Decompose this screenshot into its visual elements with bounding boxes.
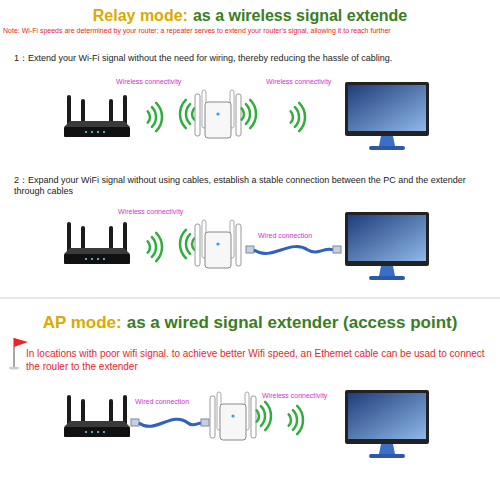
extender-icon bbox=[195, 90, 241, 138]
link-label: Wired connection bbox=[135, 398, 189, 407]
wifi-waves bbox=[148, 103, 162, 131]
monitor-icon bbox=[345, 82, 429, 150]
rj45-plug bbox=[201, 419, 209, 426]
router-icon bbox=[64, 222, 130, 264]
rj45-plug bbox=[333, 246, 341, 253]
monitor-icon bbox=[345, 390, 429, 458]
wifi-waves bbox=[180, 100, 194, 128]
router-icon bbox=[64, 95, 130, 137]
extender-icon bbox=[210, 392, 256, 440]
rj45-plug bbox=[131, 419, 139, 426]
note: In locations with poor wifi signal. to a… bbox=[26, 348, 494, 373]
wifi-waves bbox=[180, 230, 194, 258]
link-label: Wired connection bbox=[258, 232, 312, 241]
step-text: 1：Extend your Wi-Fi signal without the n… bbox=[14, 53, 494, 64]
router-icon bbox=[64, 395, 130, 437]
extender-icon bbox=[195, 220, 241, 268]
note: Note: Wi-Fi speeds are determined by you… bbox=[3, 27, 497, 36]
flag bbox=[14, 338, 28, 347]
wifi-waves bbox=[242, 100, 256, 128]
link-label: Wireless connectivity bbox=[116, 78, 181, 87]
wifi-waves bbox=[148, 233, 162, 261]
separator bbox=[0, 298, 500, 299]
heading: as a wired signal extender (access point… bbox=[127, 312, 458, 333]
step-text: 2：Expand your WiFi signal without using … bbox=[14, 175, 489, 198]
link-label: Wireless connectivity bbox=[118, 208, 183, 217]
wifi-waves bbox=[291, 103, 305, 131]
link-label: Wireless connectivity bbox=[266, 78, 331, 87]
network-cable bbox=[139, 419, 202, 426]
wifi-waves bbox=[257, 402, 271, 430]
monitor-icon bbox=[345, 212, 429, 280]
link-label: Wireless connectivity bbox=[262, 392, 327, 401]
flag-base bbox=[9, 367, 19, 370]
heading: Relay mode: bbox=[93, 6, 188, 26]
heading: AP mode: bbox=[43, 312, 122, 333]
rj45-plug bbox=[246, 246, 254, 253]
wifi-waves bbox=[289, 406, 303, 434]
network-cable bbox=[254, 247, 333, 254]
heading: as a wireless signal extende bbox=[193, 6, 407, 26]
